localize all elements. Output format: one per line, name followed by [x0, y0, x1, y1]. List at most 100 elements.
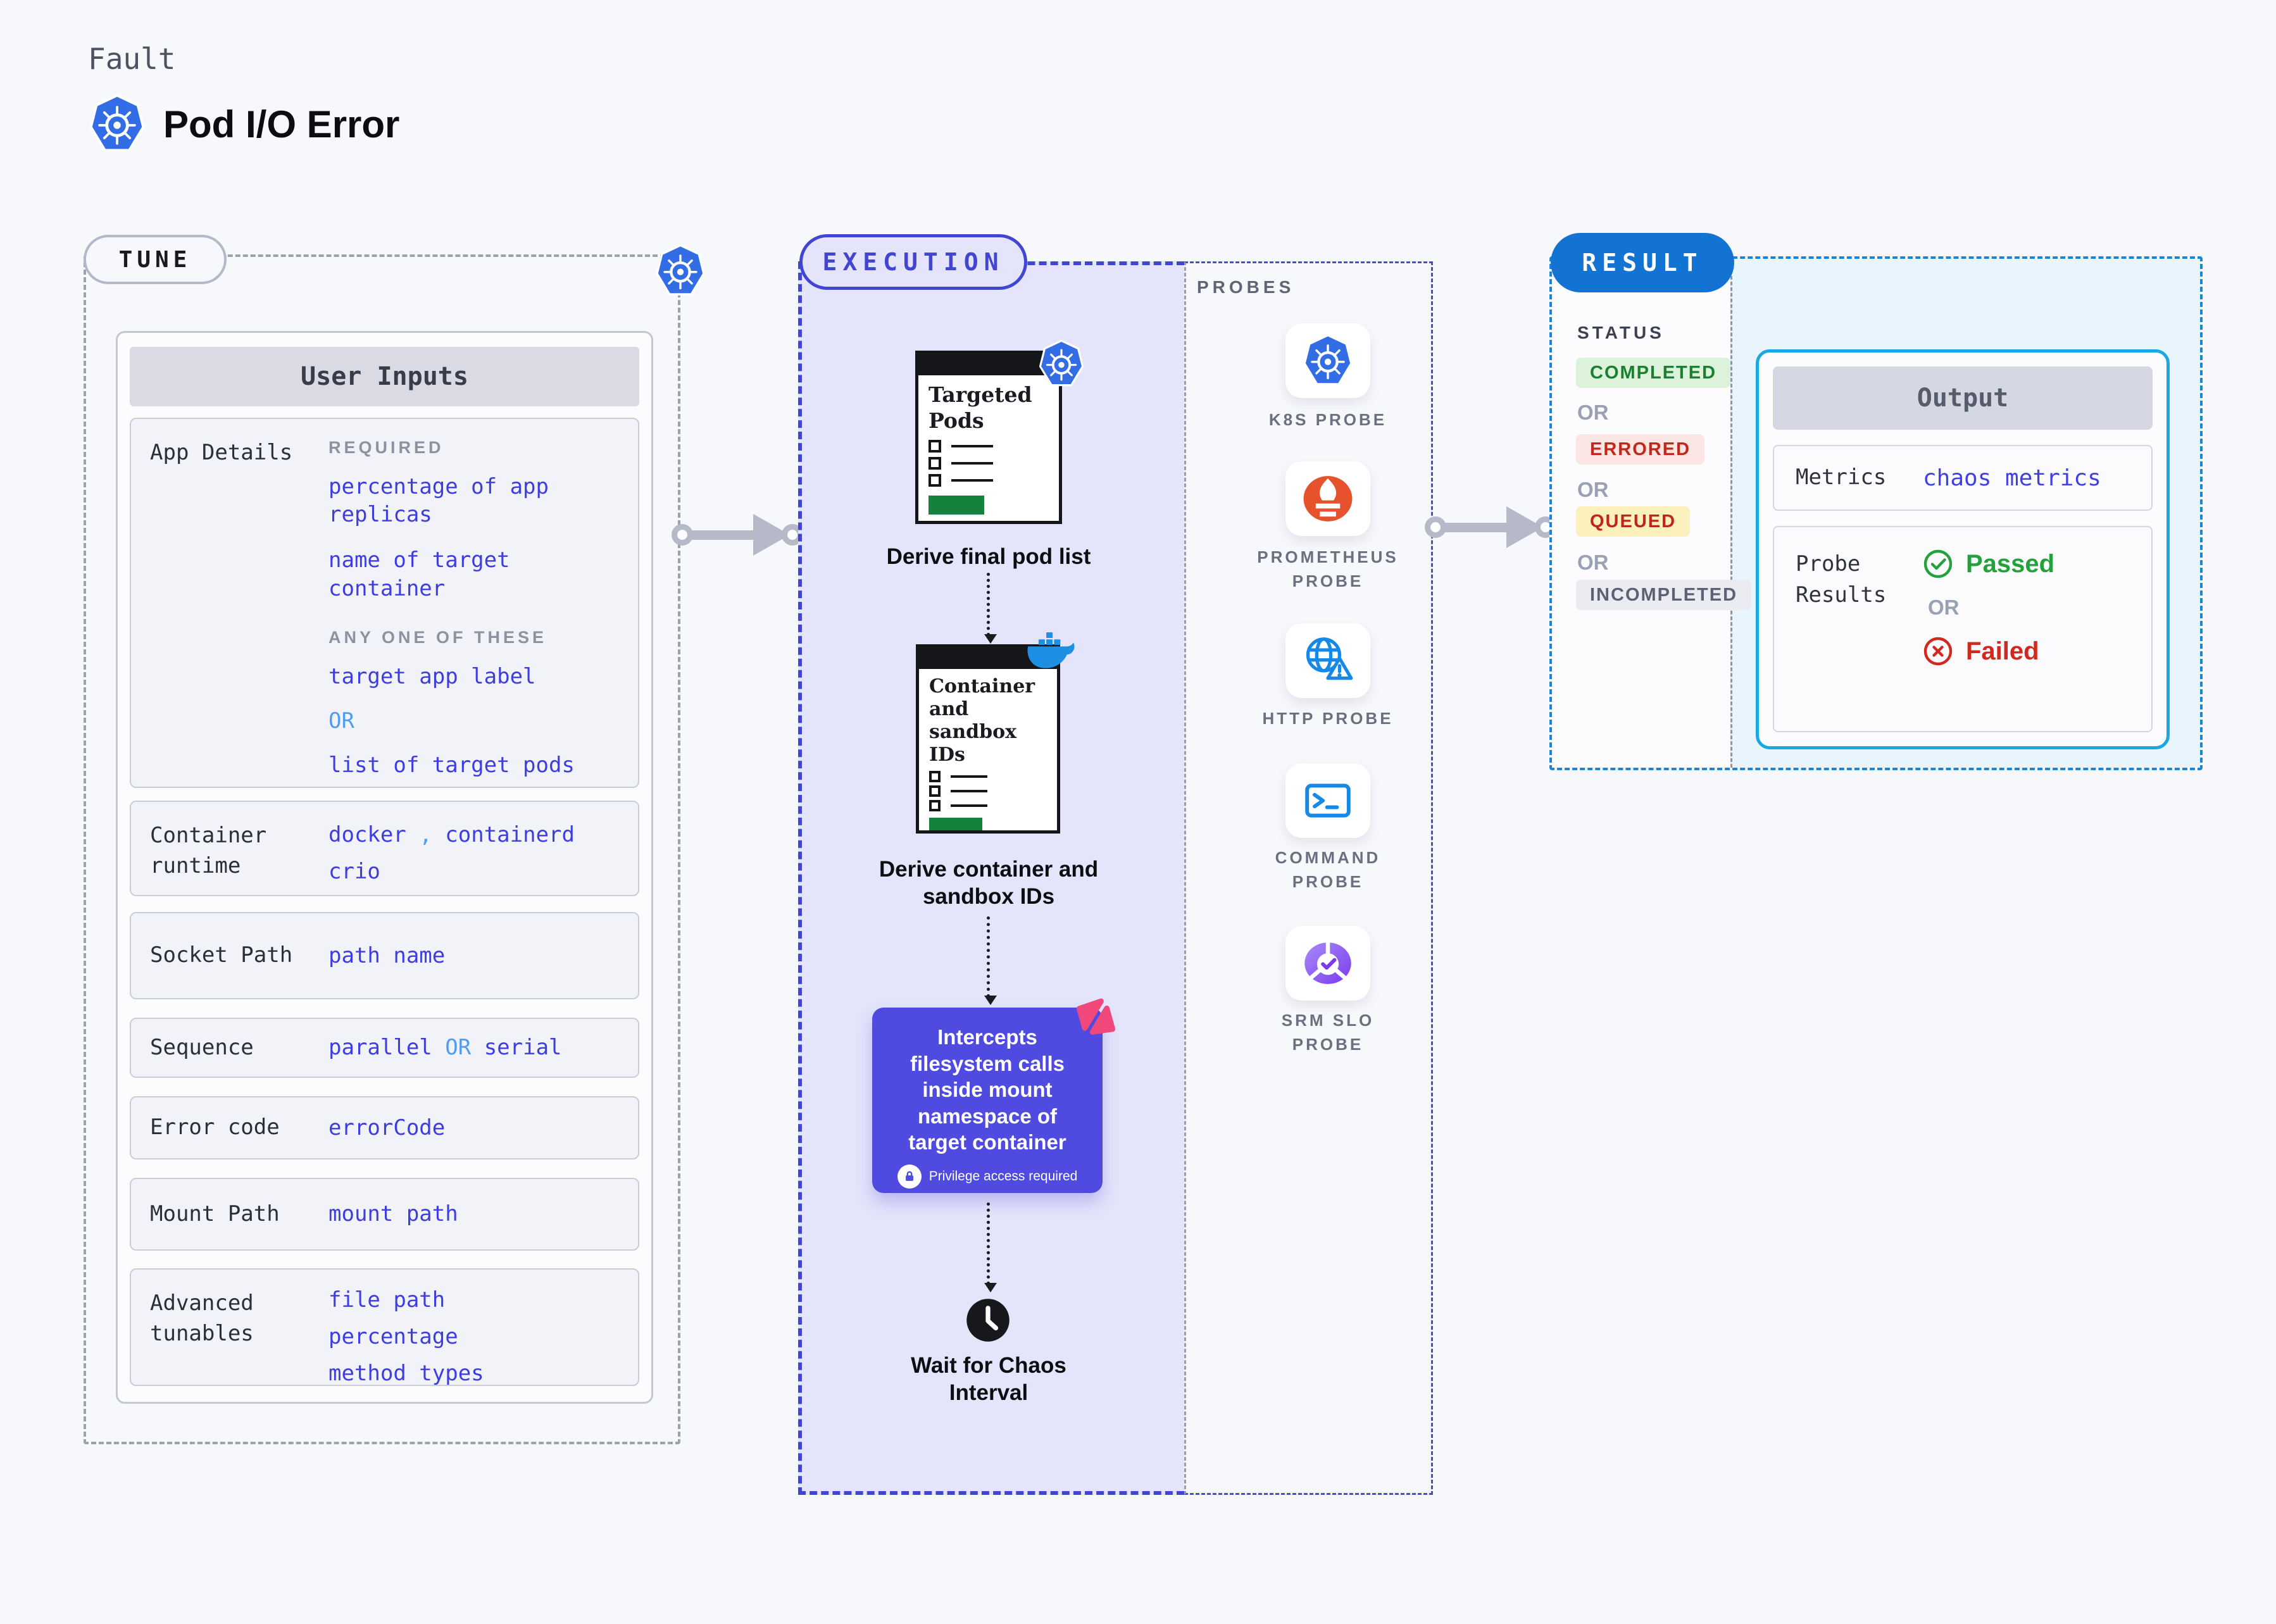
or-separator: OR [1577, 401, 1609, 424]
probe-results-label: Probe Results [1796, 551, 1887, 608]
result-section-badge: RESULT [1551, 233, 1734, 292]
row-values: path name [328, 942, 626, 970]
kubernetes-icon [1037, 339, 1086, 389]
row-values: mount path [328, 1200, 626, 1228]
tunable-value: path name [328, 942, 446, 968]
tunable-value: errorCode [328, 1115, 446, 1140]
metrics-value: chaos metrics [1923, 465, 2101, 491]
targeted-pods-doc-icon: Targeted Pods [915, 351, 1062, 524]
tunable-value: target app label [328, 663, 536, 689]
row-values: errorCode [328, 1114, 626, 1142]
wait-caption: Wait for Chaos Interval [911, 1353, 1066, 1406]
metrics-row: Metrics chaos metrics [1773, 445, 2153, 511]
clock-icon [965, 1297, 1011, 1343]
socket-path-row: Socket Path path name [130, 912, 639, 999]
passed-result: Passed [1923, 549, 2054, 579]
status-badge-incompleted: INCOMPLETED [1576, 580, 1752, 610]
container-ids-doc-icon: Container and sandbox IDs [916, 644, 1060, 834]
probe-name: K8S PROBE [1268, 410, 1387, 429]
x-circle-icon [1923, 636, 1953, 666]
sequence-row: Sequence parallel OR serial [130, 1018, 639, 1078]
flow-connector-arrow [984, 1202, 997, 1292]
page-title: Pod I/O Error [163, 103, 400, 146]
intercept-text: Intercepts filesystem calls inside mount… [908, 1025, 1066, 1154]
container-runtime-row: Container runtime docker , containerd cr… [130, 801, 639, 896]
row-values: parallel OR serial [328, 1034, 626, 1061]
check-circle-icon [1923, 549, 1953, 579]
tunable-value: list of target pods [328, 752, 575, 778]
probe-results-row: Probe Results Passed OR Failed [1773, 526, 2153, 732]
user-inputs-title: User Inputs [130, 347, 639, 406]
output-card: Output Metrics chaos metrics Probe Resul… [1756, 349, 2170, 749]
status-label: STATUS [1577, 323, 1665, 342]
row-label: Error code [150, 1115, 280, 1140]
kubernetes-icon [1301, 334, 1355, 388]
http-probe-card [1285, 623, 1370, 698]
probes-to-result-arrow [1424, 499, 1556, 556]
probe-name: PROMETHEUS PROBE [1257, 547, 1399, 590]
probe-name: SRM SLO PROBE [1281, 1011, 1375, 1054]
tunable-value: mount path [328, 1201, 458, 1227]
fault-eyebrow: Fault [88, 42, 176, 76]
row-label: App Details [150, 440, 293, 465]
tunable-value: percentage [328, 1324, 458, 1350]
flow-connector-arrow [984, 916, 997, 1005]
srm-slo-probe-card [1285, 926, 1370, 1001]
error-code-row: Error code errorCode [130, 1096, 639, 1159]
metrics-label: Metrics [1796, 465, 1887, 490]
probe-name: HTTP PROBE [1262, 709, 1394, 728]
row-values: docker , containerd crio [328, 802, 626, 895]
slo-pie-check-icon [1301, 937, 1354, 990]
tunable-value: crio [328, 859, 380, 885]
docker-icon [1027, 632, 1077, 670]
globe-warning-icon [1301, 634, 1354, 687]
command-probe-card [1285, 763, 1370, 838]
status-badge-errored: ERRORED [1576, 434, 1705, 465]
mount-path-row: Mount Path mount path [130, 1178, 639, 1251]
terminal-icon [1301, 774, 1354, 827]
execution-section-badge: EXECUTION [799, 234, 1027, 290]
probes-section-box [1184, 261, 1433, 1495]
prometheus-probe-card [1285, 461, 1370, 536]
advanced-tunables-row: Advanced tunables file path percentage m… [130, 1268, 639, 1386]
probe-results-values: Passed OR Failed [1923, 549, 2054, 731]
tunable-value: parallel OR serial [328, 1035, 562, 1061]
row-label: Socket Path [150, 942, 293, 968]
step1-caption: Derive final pod list [886, 544, 1091, 569]
row-values: REQUIRED percentage of app replicas name… [328, 419, 626, 787]
k8s-probe-card [1285, 323, 1370, 398]
row-values: file path percentage method types [328, 1270, 626, 1387]
kubernetes-icon [653, 244, 708, 298]
row-label: Sequence [150, 1034, 254, 1060]
or-separator: OR [1577, 551, 1609, 574]
or-separator: OR [328, 708, 354, 734]
tune-section-badge: TUNE [84, 235, 227, 284]
kubernetes-icon [87, 94, 147, 154]
status-badge-queued: QUEUED [1576, 506, 1691, 537]
output-title: Output [1773, 366, 2153, 430]
probes-label: PROBES [1197, 277, 1295, 297]
tune-section-box [84, 254, 680, 1444]
tunable-value: file path [328, 1287, 446, 1313]
status-badge-completed: COMPLETED [1576, 358, 1731, 388]
row-label: Advanced tunables [150, 1290, 254, 1346]
privilege-note: Privilege access required [889, 1164, 1086, 1189]
failed-result: Failed [1923, 636, 2054, 666]
intercept-callout: Intercepts filesystem calls inside mount… [872, 1008, 1103, 1193]
or-separator: OR [1928, 596, 1960, 619]
prometheus-icon [1302, 473, 1354, 525]
chaos-pink-badge-icon [1075, 997, 1115, 1038]
tunable-value: docker , containerd [328, 822, 575, 847]
any-one-heading: ANY ONE OF THESE [328, 627, 547, 647]
lock-icon [897, 1164, 922, 1189]
row-label: Container runtime [150, 823, 267, 878]
tunable-value: method types [328, 1361, 484, 1387]
tunable-value: percentage of app replicas [328, 474, 549, 528]
step2-caption: Derive container and sandbox IDs [879, 857, 1099, 909]
required-heading: REQUIRED [328, 438, 444, 457]
or-separator: OR [1577, 478, 1609, 501]
row-label: Mount Path [150, 1201, 280, 1227]
probe-name: COMMAND PROBE [1275, 848, 1381, 891]
flow-connector-arrow [984, 573, 997, 644]
